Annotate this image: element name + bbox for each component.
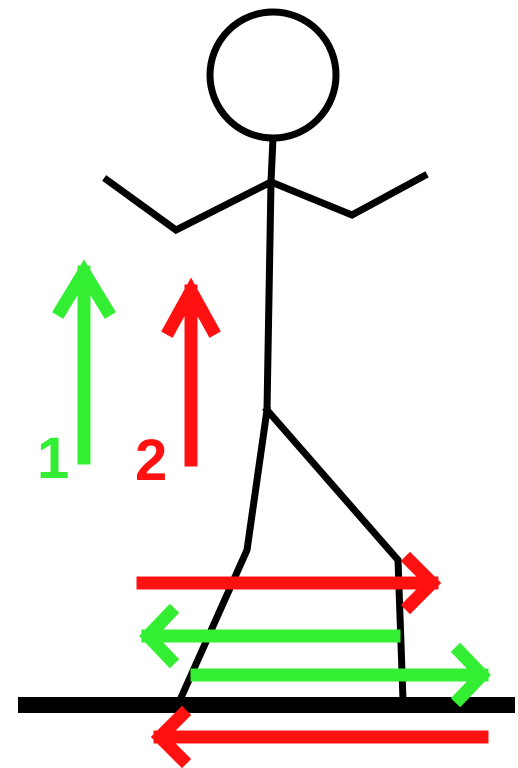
figure-right-arm bbox=[271, 176, 424, 215]
figure-left-arm bbox=[107, 180, 271, 230]
green-right-arrow bbox=[197, 652, 482, 698]
stick-figure bbox=[107, 12, 424, 700]
figure-front-leg bbox=[267, 410, 403, 700]
figure-neck bbox=[271, 138, 273, 182]
label-2: 2 bbox=[135, 428, 167, 493]
red-up-arrow bbox=[170, 291, 212, 460]
figure-head bbox=[210, 12, 336, 138]
figure-torso bbox=[267, 182, 271, 410]
red-left-arrow-bottom bbox=[160, 715, 482, 759]
green-left-arrow bbox=[148, 613, 394, 659]
red-right-arrow-top bbox=[143, 561, 432, 605]
ground-line bbox=[18, 697, 515, 713]
label-1: 1 bbox=[37, 426, 69, 491]
